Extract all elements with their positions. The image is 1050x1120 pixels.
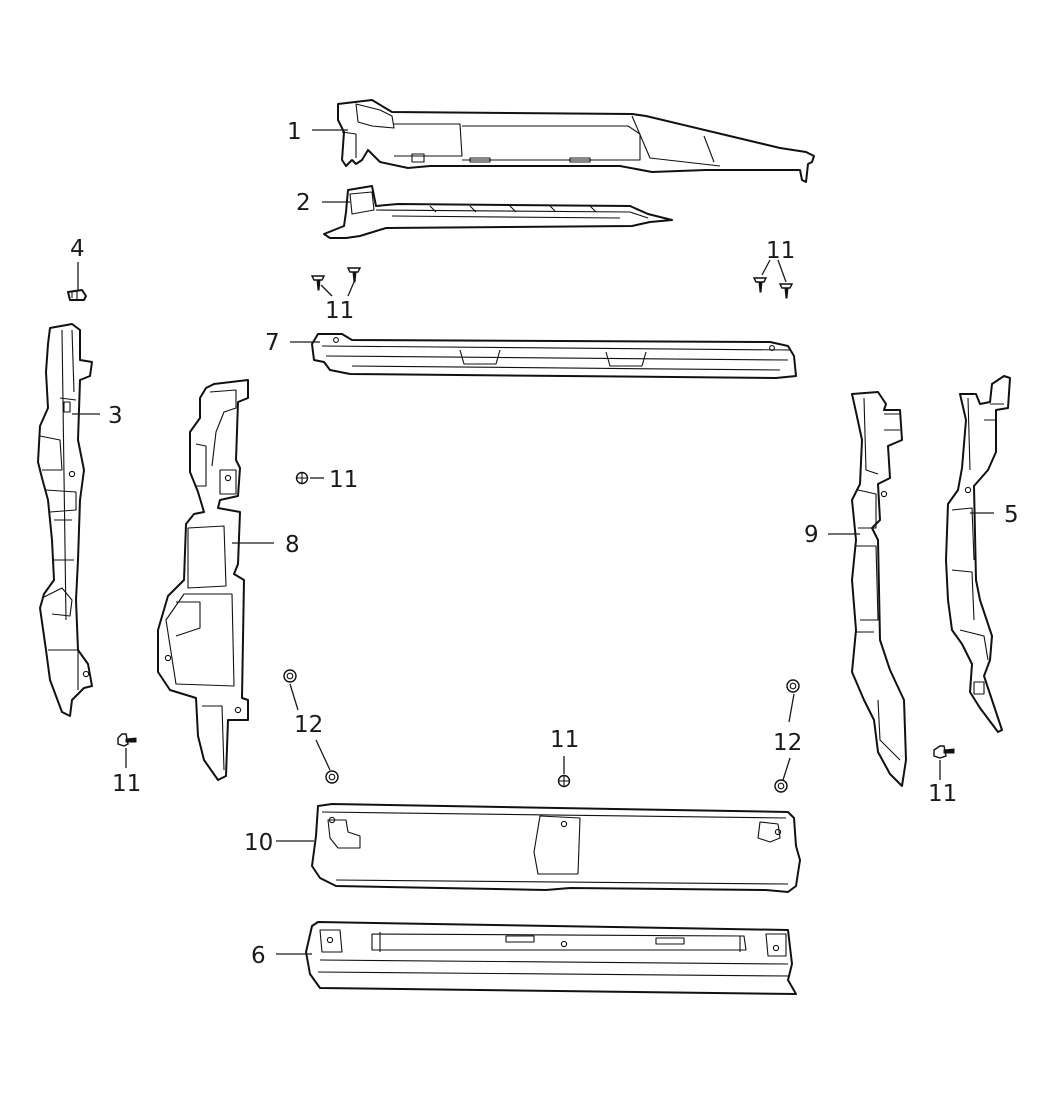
part-2-seal	[323, 185, 673, 239]
callout-12-right: 12	[773, 730, 802, 756]
fastener-pin-11-right-bottom	[933, 745, 955, 759]
part-1-upper-deflector	[337, 99, 815, 183]
fastener-pin-11-top-right-a	[752, 277, 768, 293]
callout-2: 2	[296, 190, 311, 216]
callout-11-bottom-center: 11	[550, 727, 579, 753]
callout-8: 8	[285, 532, 300, 558]
callout-12-left: 12	[294, 712, 323, 738]
part-8-left-inner-baffle	[157, 379, 249, 781]
fastener-nut-12-top-right	[786, 679, 800, 693]
part-9-right-inner-baffle	[851, 391, 907, 787]
part-7-upper-cross-member	[311, 333, 797, 379]
fastener-clip-11-center	[295, 471, 309, 485]
callout-11-left-bottom: 11	[112, 771, 141, 797]
part-4-clip	[67, 289, 87, 301]
fastener-pin-11-left-bottom	[117, 733, 137, 747]
fastener-clip-11-bottom-center	[557, 774, 571, 788]
part-5-right-side-baffle	[945, 375, 1011, 733]
callout-11-right-bottom: 11	[928, 781, 957, 807]
part-6-lower-deflector	[305, 921, 797, 995]
leader-lines	[72, 129, 994, 955]
fastener-pin-11-top-right-b	[778, 283, 794, 299]
callout-7: 7	[265, 330, 280, 356]
fastener-nut-12-bottom-left	[325, 770, 339, 784]
fastener-pin-11-top-left-b	[346, 267, 362, 283]
callout-11-top-right: 11	[766, 238, 795, 264]
callout-6: 6	[251, 943, 266, 969]
callout-3: 3	[108, 403, 123, 429]
part-3-left-side-baffle	[37, 323, 93, 717]
fastener-nut-12-bottom-right	[774, 779, 788, 793]
callout-10: 10	[244, 830, 273, 856]
fastener-pin-11-top-left-a	[310, 275, 326, 291]
callout-9: 9	[804, 522, 819, 548]
callout-1: 1	[287, 119, 302, 145]
callout-4: 4	[70, 236, 85, 262]
fastener-nut-12-top-left	[283, 669, 297, 683]
callout-11-center: 11	[329, 467, 358, 493]
part-10-lower-cross-member	[311, 803, 801, 893]
callout-11-top-left: 11	[325, 298, 354, 324]
callout-5: 5	[1004, 502, 1019, 528]
